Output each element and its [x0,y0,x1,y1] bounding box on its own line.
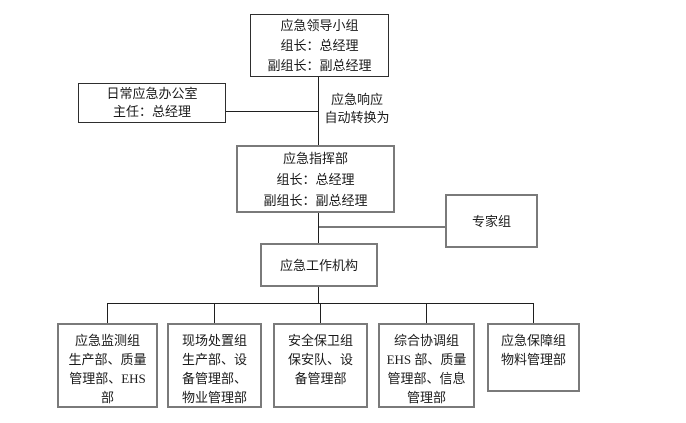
box-emergency-work-body: 应急工作机构 [260,243,378,287]
box-team-support: 应急保障组 物料管理部 [487,323,580,392]
box-team-monitoring: 应急监测组 生产部、质量 管理部、EHS 部 [57,323,158,408]
connector-drop-onsite [214,303,215,323]
box-team-onsite-disposal: 现场处置组 生产部、设 备管理部、 物业管理部 [167,323,262,408]
connector-drop-monitoring [107,303,108,323]
box-emergency-command-department: 应急指挥部 组长：总经理 副组长：副总经理 [236,145,395,213]
connector-command-to-workbody [318,213,319,243]
label-emergency-response-transition: 应急响应 自动转换为 [323,91,391,127]
box-emergency-leadership-group: 应急领导小组 组长：总经理 副组长：副总经理 [250,14,389,77]
box-team-security: 安全保卫组 保安队、设 备管理部 [273,323,368,408]
connector-drop-security [320,303,321,323]
connector-drop-coordination [426,303,427,323]
box-daily-emergency-office: 日常应急办公室 主任：总经理 [78,83,226,123]
connector-daily-office [226,111,319,112]
connector-drop-support [533,303,534,323]
connector-workbody-to-bus [318,287,319,304]
box-team-coordination: 综合协调组 EHS 部、质量 管理部、信息 管理部 [378,323,475,408]
connector-expert-group [319,226,445,228]
box-expert-group: 专家组 [445,194,538,248]
